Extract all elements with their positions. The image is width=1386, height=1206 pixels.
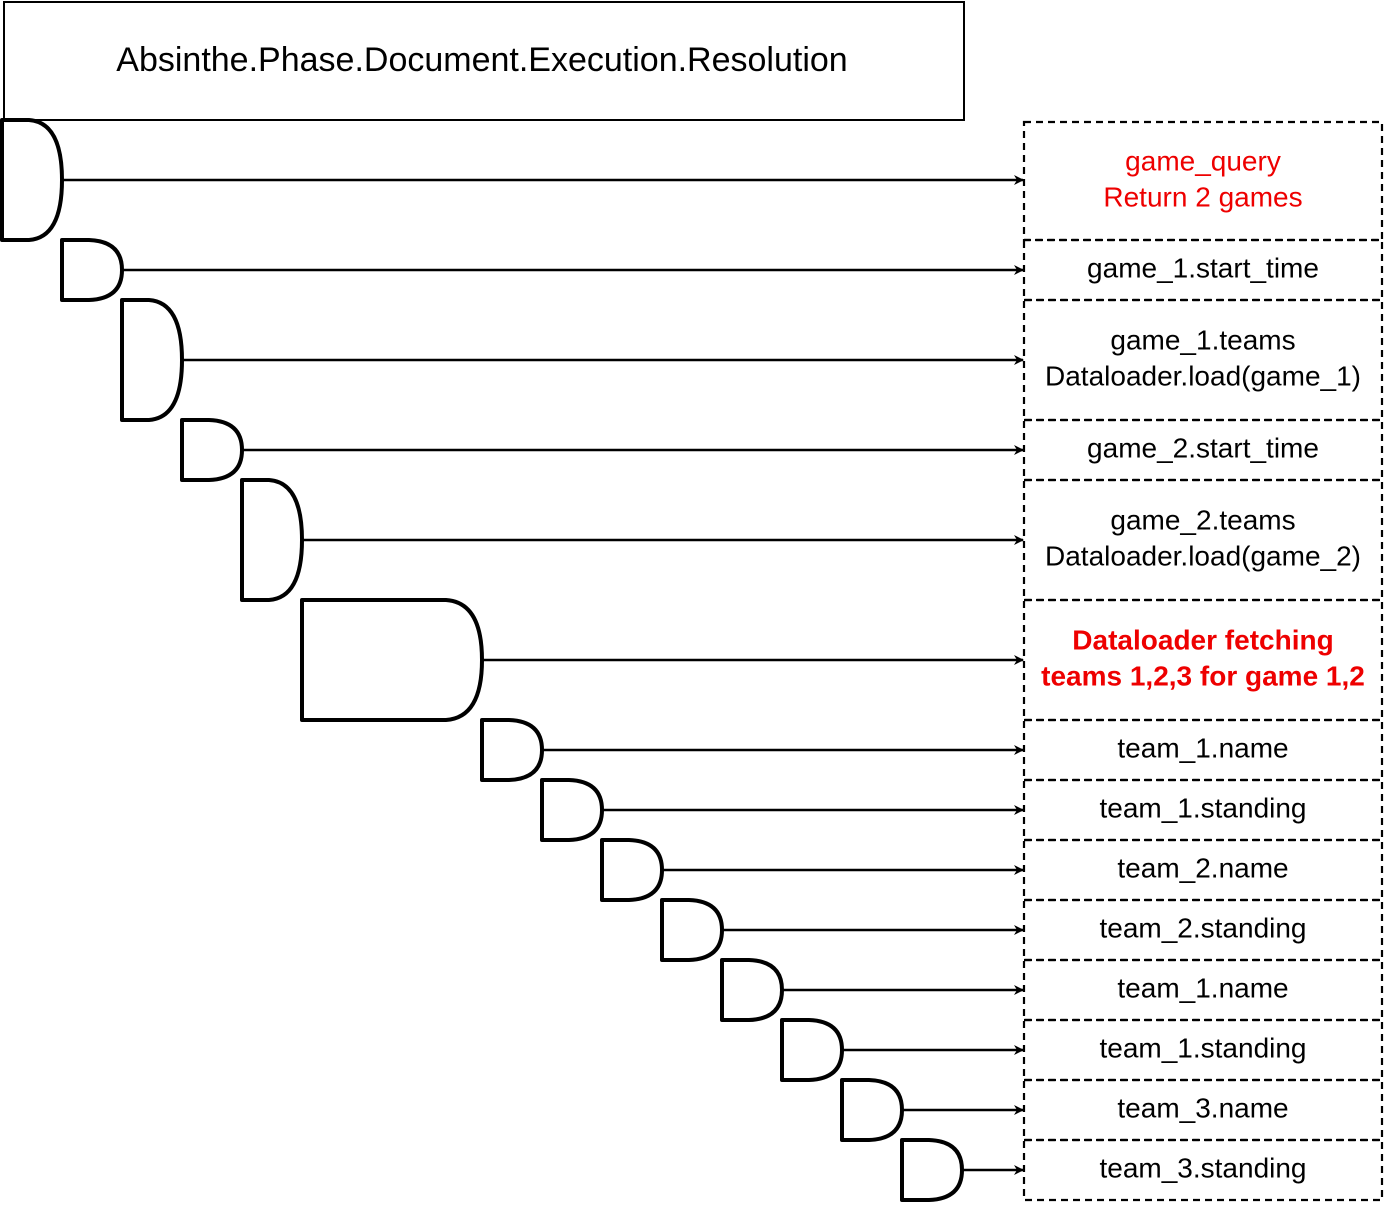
step-5-label-line-1: game_2.teams — [1110, 504, 1295, 535]
step-1-phase-shape — [0, 118, 64, 242]
step-14: team_3.standing — [900, 1138, 1384, 1202]
step-7: team_1.name — [480, 718, 1384, 782]
step-4: game_2.start_time — [180, 418, 1384, 482]
step-5-label-line-2: Dataloader.load(game_2) — [1045, 540, 1361, 571]
step-7-label-line-1: team_1.name — [1117, 732, 1288, 763]
step-12: team_1.standing — [780, 1018, 1384, 1082]
step-14-label-line-1: team_3.standing — [1099, 1152, 1306, 1183]
step-7-label-box — [1022, 718, 1384, 782]
step-12-label-line-1: team_1.standing — [1099, 1032, 1306, 1063]
step-6-phase-shape — [300, 598, 484, 722]
step-13-label-box — [1022, 1078, 1384, 1142]
step-9: team_2.name — [600, 838, 1384, 902]
step-13: team_3.name — [840, 1078, 1384, 1142]
step-3-label-line-1: game_1.teams — [1110, 324, 1295, 355]
step-11-phase-shape — [720, 958, 784, 1022]
step-10-label-box — [1022, 898, 1384, 962]
step-1-label-line-1: game_query — [1125, 145, 1281, 176]
step-6-label-line-1: Dataloader fetching — [1072, 624, 1333, 655]
step-8-label-line-1: team_1.standing — [1099, 792, 1306, 823]
step-5-phase-shape — [240, 478, 304, 602]
step-4-phase-shape — [180, 418, 244, 482]
step-8-label-box — [1022, 778, 1384, 842]
step-3-phase-shape — [120, 298, 184, 422]
step-12-label-box — [1022, 1018, 1384, 1082]
step-6: Dataloader fetching teams 1,2,3 for game … — [300, 598, 1384, 722]
step-4-label-line-1: game_2.start_time — [1087, 432, 1319, 463]
step-2-phase-shape — [60, 238, 124, 302]
step-8: team_1.standing — [540, 778, 1384, 842]
step-13-phase-shape — [840, 1078, 904, 1142]
step-11: team_1.name — [720, 958, 1384, 1022]
step-14-phase-shape — [900, 1138, 964, 1202]
step-14-label-box — [1022, 1138, 1384, 1202]
step-10: team_2.standing — [660, 898, 1384, 962]
step-13-label-line-1: team_3.name — [1117, 1092, 1288, 1123]
step-2: game_1.start_time — [60, 238, 1384, 302]
step-3-label-line-2: Dataloader.load(game_1) — [1045, 360, 1361, 391]
step-7-phase-shape — [480, 718, 544, 782]
title-box-frame — [3, 1, 965, 121]
title-box: Absinthe.Phase.Document.Execution.Resolu… — [3, 1, 965, 121]
step-2-label-line-1: game_1.start_time — [1087, 252, 1319, 283]
step-11-label-box — [1022, 958, 1384, 1022]
step-1-label-line-2: Return 2 games — [1103, 181, 1302, 212]
step-10-label-line-1: team_2.standing — [1099, 912, 1306, 943]
step-9-label-box — [1022, 838, 1384, 902]
step-8-phase-shape — [540, 778, 604, 842]
step-9-label-line-1: team_2.name — [1117, 852, 1288, 883]
step-2-label-box — [1022, 238, 1384, 302]
step-6-label-line-2: teams 1,2,3 for game 1,2 — [1041, 660, 1365, 691]
step-9-phase-shape — [600, 838, 664, 902]
step-11-label-line-1: team_1.name — [1117, 972, 1288, 1003]
step-1-label-box — [1022, 120, 1384, 242]
title-text: Absinthe.Phase.Document.Execution.Resolu… — [116, 41, 847, 79]
step-4-label-box — [1022, 418, 1384, 482]
step-10-phase-shape — [660, 898, 724, 962]
step-12-phase-shape — [780, 1018, 844, 1082]
